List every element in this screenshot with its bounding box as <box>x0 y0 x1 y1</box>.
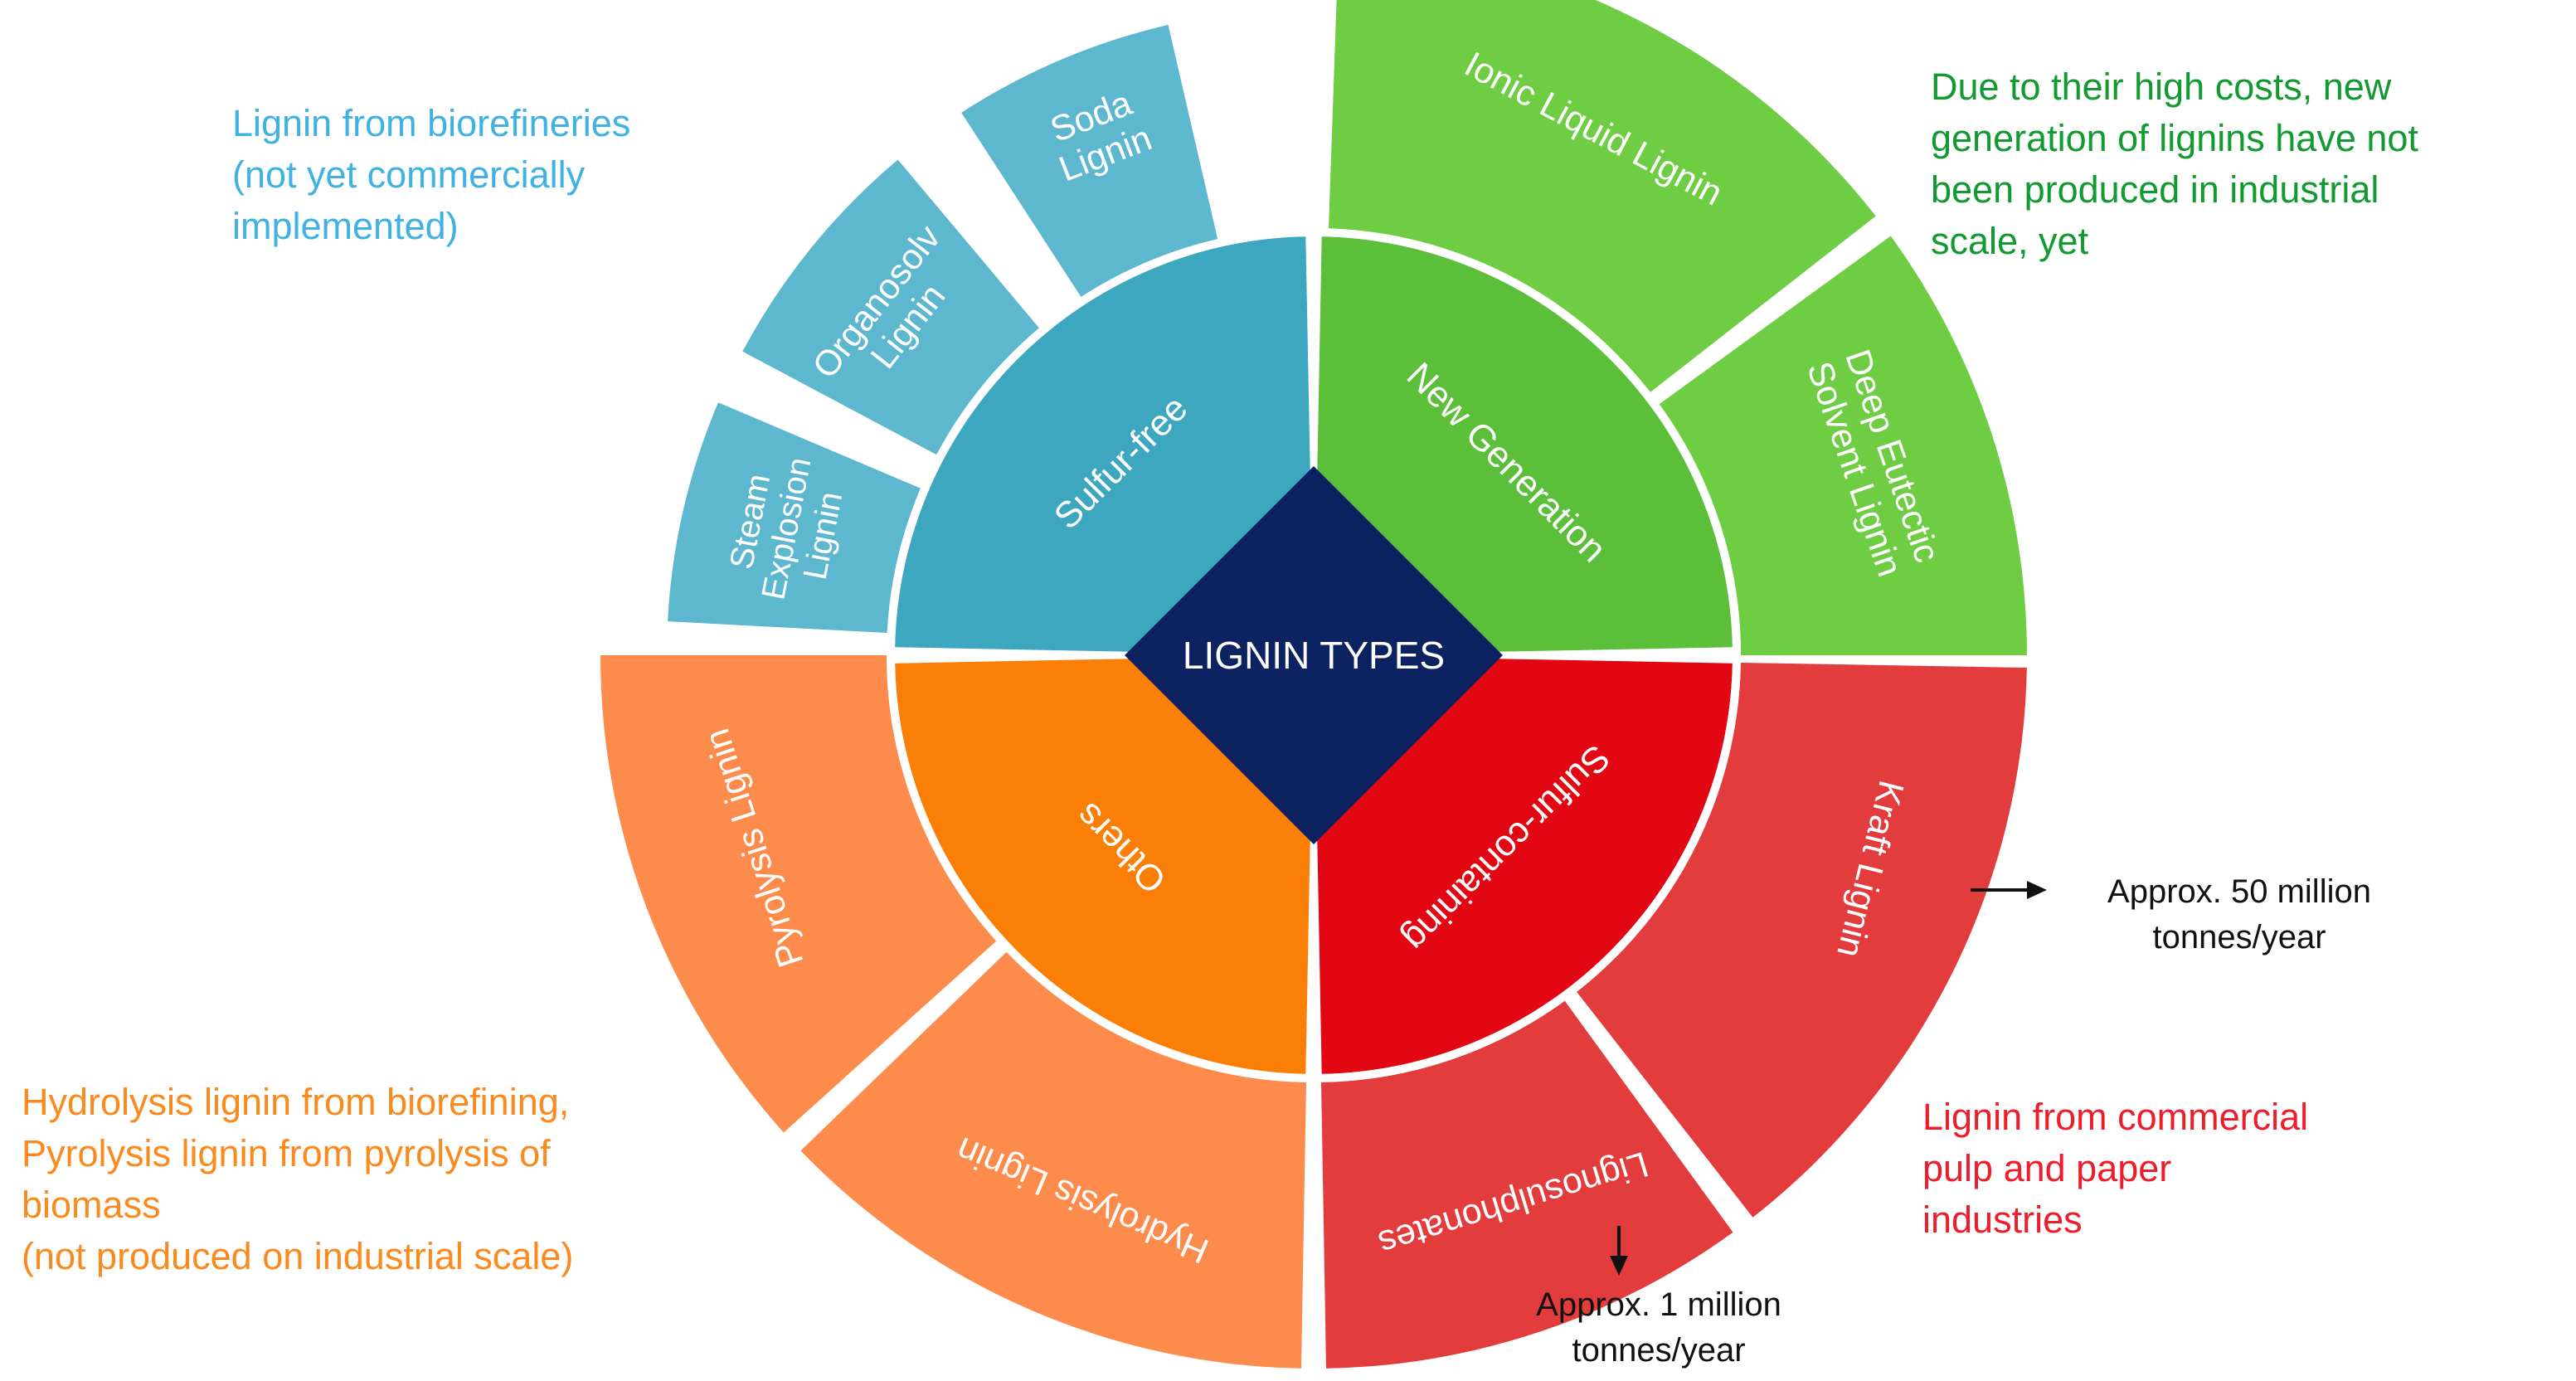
category-sector-others <box>895 655 1314 1074</box>
note-line: Lignin from biorefineries <box>232 102 631 144</box>
note-line: Pyrolysis lignin from pyrolysis of <box>22 1132 551 1174</box>
volume-line: tonnes/year <box>1572 1332 1746 1369</box>
lignin-type-segment-hydrolysis <box>800 951 1307 1369</box>
ring-separator <box>887 228 1741 1082</box>
center-diamond <box>1125 466 1503 844</box>
note-line: Due to their high costs, new <box>1931 66 2392 108</box>
note-others: Hydrolysis lignin from biorefining, Pyro… <box>22 1077 573 1282</box>
lignin-type-segment-kraft <box>1577 662 2027 1218</box>
note-commercial: Lignin from commercial pulp and paper in… <box>1922 1092 2308 1246</box>
lignosulphonates-arrow-head <box>1610 1256 1628 1276</box>
category-sector-sulfur-containing <box>1314 655 1733 1074</box>
center-label: LIGNIN TYPES <box>1183 634 1445 677</box>
note-line: (not yet commercially <box>232 153 586 196</box>
note-line: (not produced on industrial scale) <box>22 1235 574 1277</box>
category-sector-new-generation <box>1314 236 1733 655</box>
note-line: been produced in industrial <box>1931 168 2379 211</box>
lignosulphonates-volume: Approx. 1 million tonnes/year <box>1476 1282 1841 1374</box>
volume-line: tonnes/year <box>2152 919 2326 956</box>
lignin-type-segment-pyrolysis <box>600 655 997 1133</box>
category-sector-sulfur-free <box>895 236 1314 655</box>
note-line: industries <box>1922 1199 2083 1241</box>
volume-line: Approx. 1 million <box>1536 1286 1781 1323</box>
lignin-type-segment-lignosulphonates <box>1320 1000 1733 1369</box>
lignin-type-segment-steam-explosion <box>668 402 921 634</box>
volume-line: Approx. 50 million <box>2107 873 2371 910</box>
kraft-arrow-head <box>2027 881 2047 899</box>
note-line: implemented) <box>232 205 459 247</box>
note-line: biomass <box>22 1184 161 1226</box>
note-biorefineries: Lignin from biorefineries (not yet comme… <box>232 98 630 252</box>
kraft-volume: Approx. 50 million tonnes/year <box>2049 869 2430 960</box>
note-line: generation of lignins have not <box>1931 117 2418 159</box>
lignin-type-segment-ionic-liquid <box>1328 0 1876 392</box>
note-line: pulp and paper <box>1922 1147 2172 1189</box>
note-new-generation: Due to their high costs, new generation … <box>1931 61 2418 267</box>
lignin-type-segment-deep-eutectic <box>1659 236 2027 655</box>
note-line: Hydrolysis lignin from biorefining, <box>22 1081 570 1123</box>
note-line: scale, yet <box>1931 220 2089 262</box>
lignin-type-segment-soda <box>961 24 1218 298</box>
note-line: Lignin from commercial <box>1922 1096 2309 1138</box>
lignin-type-segment-organosolv <box>742 159 1039 455</box>
